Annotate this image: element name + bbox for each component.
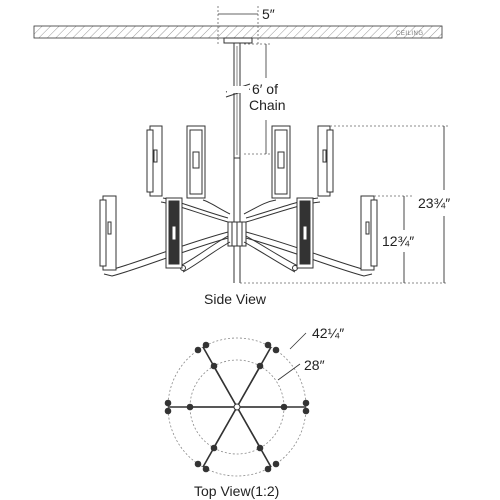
shade-lower-far-left bbox=[99, 195, 117, 271]
lower-tier-height-label: 12¾″ bbox=[382, 233, 414, 249]
lower-tier-height-dimension bbox=[374, 195, 412, 283]
overall-height-label: 23¾″ bbox=[418, 195, 450, 211]
shade-upper-far-left bbox=[146, 125, 163, 197]
chain-length-label-line1: 6′ of bbox=[252, 81, 278, 97]
outer-diameter-label: 42¼″ bbox=[312, 325, 344, 341]
shade-lower-far-right bbox=[360, 195, 378, 271]
top-view-leaders bbox=[277, 332, 307, 381]
overall-height-dimension bbox=[240, 125, 448, 284]
shade-upper-right bbox=[271, 125, 291, 199]
shade-lower-left bbox=[165, 197, 183, 269]
top-view-fixture bbox=[164, 337, 310, 477]
side-view-fixture bbox=[99, 37, 378, 283]
top-view-title: Top View(1:2) bbox=[194, 483, 279, 499]
shade-upper-left bbox=[186, 125, 206, 199]
shade-lower-right bbox=[296, 197, 314, 269]
inner-diameter-label: 28″ bbox=[304, 357, 325, 373]
canopy-width-label: 5″ bbox=[262, 6, 275, 22]
ceiling: CEILING bbox=[33, 25, 443, 39]
chain-length-dimension bbox=[244, 43, 272, 155]
chain-length-label-line2: Chain bbox=[249, 97, 286, 113]
shade-upper-far-right bbox=[317, 125, 334, 197]
ceiling-label: CEILING bbox=[396, 31, 424, 37]
side-view-title: Side View bbox=[204, 291, 267, 307]
canopy bbox=[223, 37, 253, 44]
